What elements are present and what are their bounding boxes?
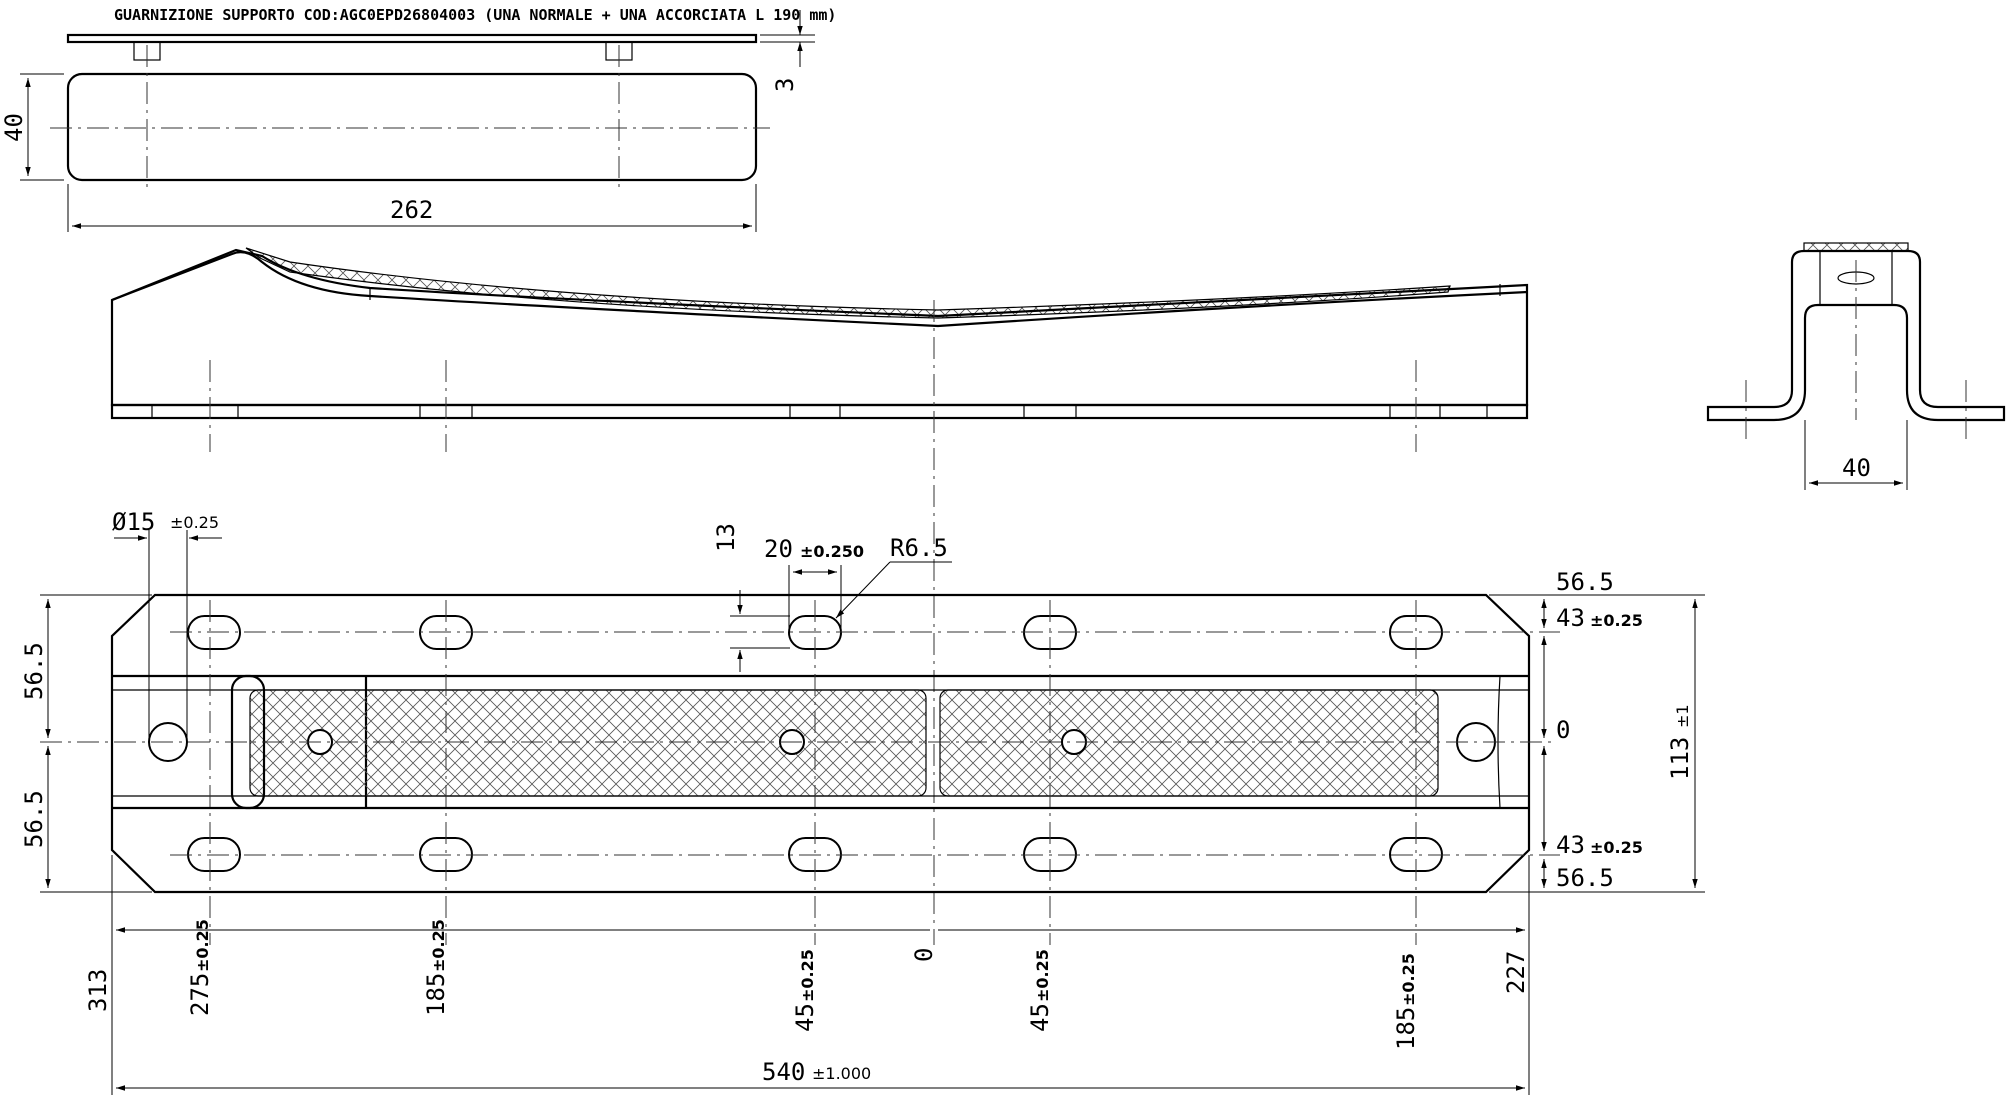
d1-dim: 275 xyxy=(186,973,214,1016)
d3-tol: ±0.25 xyxy=(798,949,817,1002)
gasket-length-dim: 262 xyxy=(390,196,433,224)
d1-tol: ±0.25 xyxy=(193,919,212,972)
slot-height-dim: 13 xyxy=(712,523,740,552)
bracket-width-dim: 40 xyxy=(1842,454,1871,482)
overall-length-dim: 540 xyxy=(762,1058,805,1086)
gasket-plate xyxy=(66,72,758,182)
side-view xyxy=(110,247,1529,452)
right-bottom-dim: 56.5 xyxy=(1556,864,1614,892)
d5-dim: 185 xyxy=(1392,1007,1420,1050)
right-upper-offset-tol: ±0.25 xyxy=(1590,611,1643,630)
gasket-side-strip xyxy=(66,33,758,44)
gasket-view: 3 40 262 xyxy=(0,10,815,232)
right-zero-dim: 0 xyxy=(1556,716,1570,744)
left-end-dim: 313 xyxy=(84,969,112,1012)
right-top-dim: 56.5 xyxy=(1556,568,1614,596)
overall-width-tol: ±1 xyxy=(1673,704,1692,728)
right-end-dim: 227 xyxy=(1502,951,1530,994)
drawing-title: GUARNIZIONE SUPPORTO COD:AGC0EPD26804003… xyxy=(114,6,836,24)
side-view-base xyxy=(110,403,1529,420)
slot-radius-dim: R6.5 xyxy=(890,534,948,562)
right-lower-offset-dim: 43 xyxy=(1556,831,1585,859)
hole-diameter-dim: Ø15 xyxy=(112,508,155,536)
bottom-dims: 313 275 ±0.25 185 ±0.25 45 ±0.25 0 45 ±0… xyxy=(84,855,1530,1095)
slot-length-dim: 20 xyxy=(764,535,793,563)
overall-width-dim: 113 xyxy=(1666,737,1694,780)
right-upper-offset-dim: 43 xyxy=(1556,604,1585,632)
d4-tol: ±0.25 xyxy=(1033,949,1052,1002)
d4-dim: 45 xyxy=(1026,1003,1054,1032)
gasket-thickness-dim: 3 xyxy=(771,78,799,92)
plate-outline xyxy=(110,593,1531,894)
gasket-pad-left xyxy=(249,689,927,797)
hole-diameter-tol: ±0.25 xyxy=(170,513,219,532)
left-upper-dim: 56.5 xyxy=(20,642,48,700)
zero-dim: 0 xyxy=(910,948,938,962)
slot-length-tol: ±0.250 xyxy=(800,542,864,561)
gasket-width-dim: 40 xyxy=(0,113,28,142)
gasket-pad-right xyxy=(939,689,1439,797)
bracket-end-view: 40 xyxy=(1706,242,2006,490)
plan-view: Ø15 ±0.25 13 20 ±0.250 R6.5 56.5 56.5 56… xyxy=(20,508,1705,945)
d2-dim: 185 xyxy=(422,973,450,1016)
d2-tol: ±0.25 xyxy=(429,919,448,972)
left-lower-dim: 56.5 xyxy=(20,790,48,848)
d3-dim: 45 xyxy=(791,1003,819,1032)
d5-tol: ±0.25 xyxy=(1399,953,1418,1006)
overall-length-tol: ±1.000 xyxy=(812,1064,871,1083)
right-lower-offset-tol: ±0.25 xyxy=(1590,838,1643,857)
